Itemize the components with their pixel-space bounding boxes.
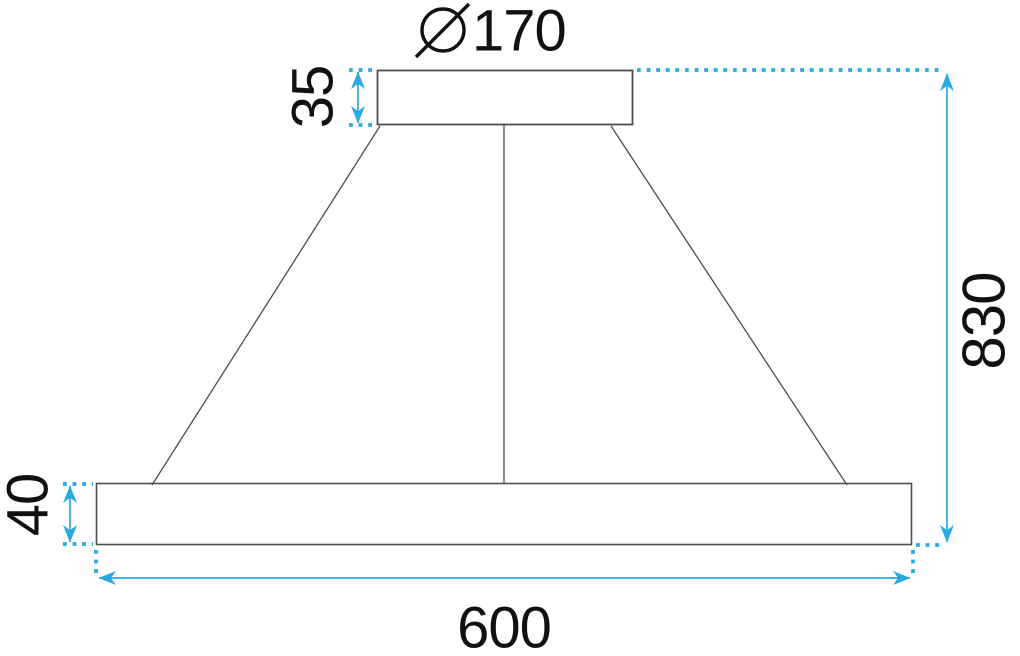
light-bar xyxy=(95,482,913,546)
ceiling-canopy xyxy=(376,69,634,126)
dim-label-canopy-height: 35 xyxy=(281,66,346,129)
dim-label-bar-width: 600 xyxy=(457,596,551,656)
dim-label-canopy-diameter: 170 xyxy=(472,0,566,64)
dimension-lines xyxy=(63,71,954,585)
dim-label-bar-height: 40 xyxy=(0,474,61,537)
extension-lines xyxy=(63,68,944,574)
suspension-wires xyxy=(151,125,848,486)
suspension-wire-right xyxy=(610,125,848,486)
suspension-wire-left xyxy=(151,125,381,486)
dim-label-overall-drop: 830 xyxy=(951,272,1018,369)
diameter-icon xyxy=(414,2,471,59)
